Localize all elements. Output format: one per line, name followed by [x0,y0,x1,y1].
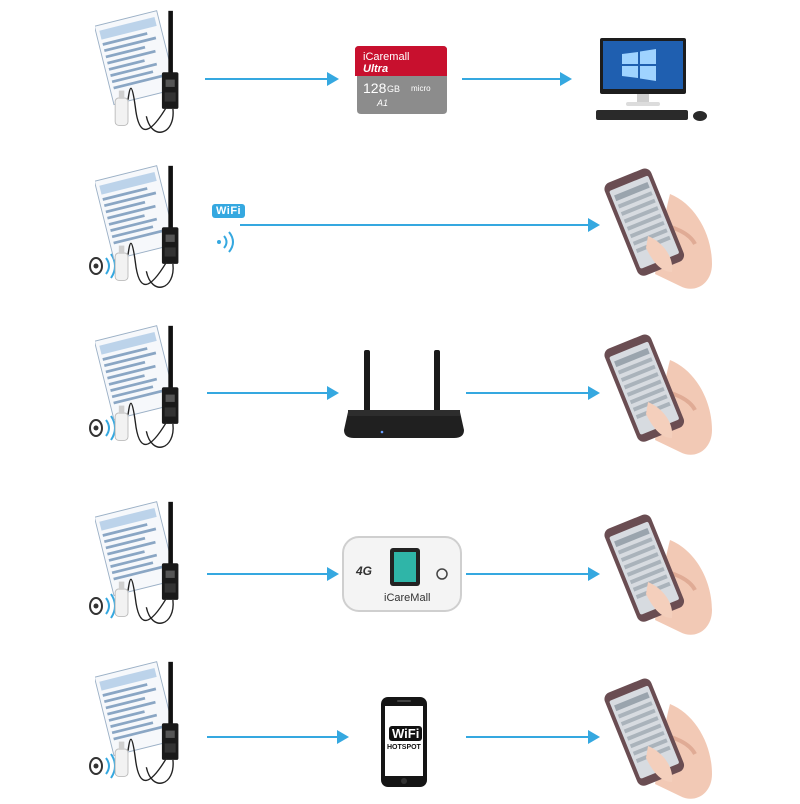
mifi-network: 4G [356,564,373,578]
row-mifi: 4G iCareMall [0,480,800,640]
arrow [207,730,349,744]
wifi-badge: WiFi [212,204,246,218]
arrow [205,72,339,86]
wifi-signal-icon [217,231,234,253]
arrow [466,386,600,400]
camera-kit-icon [95,496,205,636]
hand-holding-phone-icon [600,330,720,460]
mifi-device: 4G iCareMall [342,536,462,612]
camera-kit-icon [95,320,205,460]
camera-kit-icon [95,5,205,145]
microsd-card-icon [355,46,447,114]
sd-line: Ultra [363,63,389,75]
smartphone-icon [381,697,427,787]
hand-holding-phone-icon [600,510,720,640]
wifi-router-icon [344,350,464,438]
arrow [207,567,339,581]
arrow [462,72,572,86]
row-wifi-direct: WiFi [0,160,800,320]
arrow [240,218,600,232]
sd-unit: GB [387,84,401,94]
arrow [466,730,600,744]
hotspot-title: WiFi [389,726,423,741]
sd-class: A1 [377,98,389,108]
hotspot-subtitle: HOTSPOT [387,744,421,751]
row-sd-to-pc: iCaremall Ultra 128 GB micro A1 [0,0,800,160]
desktop-computer-icon [596,38,707,121]
mifi-body-icon [342,536,462,612]
sd-card: iCaremall Ultra 128 GB micro A1 [355,46,447,114]
hand-holding-phone-icon [600,164,720,294]
smartphone-hotspot: WiFi HOTSPOT [380,696,428,788]
mifi-brand: iCareMall [384,592,431,604]
sd-brand: iCaremall [363,51,410,63]
arrow [207,386,339,400]
arrow [466,567,600,581]
hand-holding-phone-icon [600,674,720,804]
sd-logo: micro [411,84,431,93]
sd-capacity: 128 [363,80,387,96]
row-phone-hotspot: WiFi HOTSPOT [0,640,800,800]
row-router [0,320,800,480]
camera-kit-icon [95,160,205,300]
camera-kit-icon [95,656,205,796]
